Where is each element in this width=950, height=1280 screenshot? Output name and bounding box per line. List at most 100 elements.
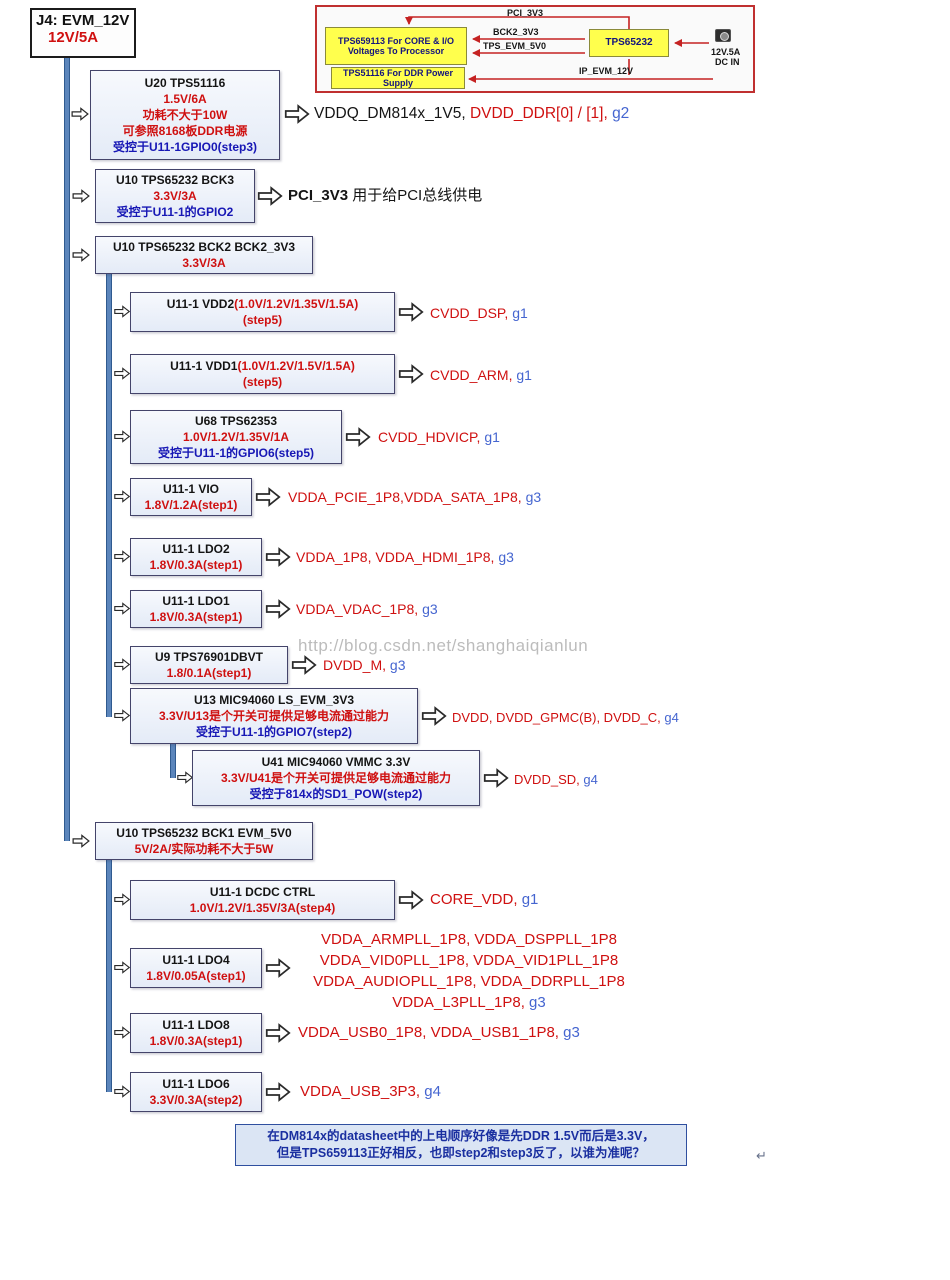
node-u9-tps76901: U9 TPS76901DBVT 1.8/0.1A(step1) <box>130 646 288 684</box>
node-line: U41 MIC94060 VMMC 3.3V <box>261 755 411 769</box>
text-segment: g1 <box>512 305 528 321</box>
node-line: 3.3V/U13是个开关可提供足够电流通过能力 <box>158 709 390 723</box>
output-arrow-icon <box>398 302 424 322</box>
output-line: VDDA_VID0PLL_1P8, VDDA_VID1PLL_1P8 <box>319 952 619 969</box>
node-u11-vdd1: U11-1 VDD1(1.0V/1.2V/1.5V/1.5A) (step5) <box>130 354 395 394</box>
note-line: 在DM814x的datasheet中的上电顺序好像是先DDR 1.5V而后是3.… <box>267 1129 655 1143</box>
text-segment: CVDD_HDVICP, <box>378 429 485 445</box>
node-line: 功耗不大于10W <box>142 108 228 122</box>
node-line: U11-1 VDD2(1.0V/1.2V/1.35V/1.5A) <box>134 296 391 312</box>
text-segment: g3 <box>498 549 514 565</box>
output-arrow-icon <box>265 1023 291 1043</box>
node-line: U11-1 VIO <box>162 482 220 496</box>
trunk-main-12v <box>64 58 70 841</box>
node-line: (step5) <box>242 313 283 327</box>
text-segment: 用于给PCI总线供电 <box>348 187 483 204</box>
text-segment: DVDD, DVDD_GPMC(B), DVDD_C, <box>452 710 665 725</box>
output-arrow-icon <box>421 706 447 726</box>
node-line: 3.3V/3A <box>182 256 226 270</box>
text-segment: VDDQ_DM814x_1V5, <box>314 105 470 122</box>
text-segment: g1 <box>484 429 500 445</box>
node-line: 可参照8168板DDR电源 <box>122 124 248 138</box>
branch-arrow-icon <box>114 550 130 563</box>
node-line: (step5) <box>242 375 283 389</box>
inset-block-tps659113: TPS659113 For CORE & I/O Voltages To Pro… <box>325 27 467 65</box>
root-title: J4: EVM_12V <box>36 12 130 29</box>
output-u9: DVDD_M, g3 <box>323 655 405 675</box>
text-segment: g3 <box>525 489 542 505</box>
output-arrow-icon <box>265 1082 291 1102</box>
output-arrow-icon <box>265 599 291 619</box>
node-line: U20 TPS51116 <box>144 76 226 90</box>
text-segment: VDDA_VDAC_1P8, <box>296 601 423 617</box>
node-line: U11-1 LDO2 <box>162 542 230 556</box>
branch-arrow-icon <box>72 248 90 262</box>
node-u11-dcdc-ctrl: U11-1 DCDC CTRL 1.0V/1.2V/1.35V/3A(step4… <box>130 880 395 920</box>
output-ldo4: VDDA_ARMPLL_1P8, VDDA_DSPPLL_1P8 VDDA_VI… <box>283 929 655 1013</box>
trunk-ls-evm-3v3 <box>170 744 176 778</box>
node-line: 1.8V/0.3A(step1) <box>149 558 243 572</box>
node-u11-vdd2: U11-1 VDD2(1.0V/1.2V/1.35V/1.5A) (step5) <box>130 292 395 332</box>
node-line: 受控于U11-1的GPIO7(step2) <box>195 725 353 739</box>
inset-block-tps65232: TPS65232 <box>589 29 669 57</box>
node-line: 1.8/0.1A(step1) <box>166 666 252 680</box>
output-u13: DVDD, DVDD_GPMC(B), DVDD_C, g4 <box>452 708 679 728</box>
node-line: 3.3V/3A <box>153 189 197 203</box>
branch-arrow-icon <box>177 771 193 784</box>
node-line: U11-1 DCDC CTRL <box>209 885 316 899</box>
node-line: U11-1 LDO1 <box>162 594 230 608</box>
trunk-bck2-3v3 <box>106 273 112 717</box>
root-rating: 12V/5A <box>48 29 99 46</box>
node-line: 受控于U11-1的GPIO6(step5) <box>157 446 315 460</box>
text-segment: CVDD_DSP, <box>430 305 513 321</box>
output-vio: VDDA_PCIE_1P8,VDDA_SATA_1P8, g3 <box>288 487 541 507</box>
node-line: 1.0V/1.2V/1.35V/3A(step4) <box>189 901 336 915</box>
output-bck3: PCI_3V3 用于给PCI总线供电 <box>288 186 482 206</box>
node-line: 1.8V/1.2A(step1) <box>144 498 238 512</box>
output-arrow-icon <box>398 890 424 910</box>
node-line: U11-1 LDO8 <box>162 1018 230 1032</box>
node-line: 3.3V/0.3A(step2) <box>149 1093 243 1107</box>
node-line: U10 TPS65232 BCK1 EVM_5V0 <box>116 826 292 840</box>
inset-label-ip-evm-12v: IP_EVM_12V <box>579 66 634 76</box>
node-line: U13 MIC94060 LS_EVM_3V3 <box>193 693 355 707</box>
branch-arrow-icon <box>114 709 130 722</box>
node-line: 1.0V/1.2V/1.35V/1A <box>182 430 290 444</box>
node-line: 受控于U11-1的GPIO2 <box>116 205 234 219</box>
node-line: 5V/2A/实际功耗不大于5W <box>134 842 274 856</box>
output-arrow-icon <box>291 655 317 675</box>
branch-arrow-icon <box>114 490 130 503</box>
watermark-url: http://blog.csdn.net/shanghaiqianlun <box>298 636 589 655</box>
inset-block-tps51116: TPS51116 For DDR Power Supply <box>331 67 465 89</box>
node-line: U11-1 LDO6 <box>162 1077 230 1091</box>
inset-label-tps-evm-5v0: TPS_EVM_5V0 <box>483 41 547 51</box>
dc-connector-icon <box>715 29 731 42</box>
output-arrow-icon <box>398 364 424 384</box>
text-segment: U11-1 VDD1 <box>170 359 238 373</box>
node-line: U11-1 VDD1(1.0V/1.2V/1.5V/1.5A) <box>134 358 391 374</box>
output-line: VDDA_L3PLL_1P8, g3 <box>283 992 655 1013</box>
node-line: U68 TPS62353 <box>194 414 278 428</box>
output-arrow-icon <box>284 104 310 124</box>
text-segment: DVDD_M, <box>323 657 390 673</box>
output-ldo2: VDDA_1P8, VDDA_HDMI_1P8, g3 <box>296 547 514 567</box>
text-segment: VDDA_PCIE_1P8,VDDA_SATA_1P8, <box>288 489 526 505</box>
text-segment: VDDA_1P8, VDDA_HDMI_1P8, <box>296 549 499 565</box>
text-segment: g1 <box>521 891 539 908</box>
output-arrow-icon <box>345 427 371 447</box>
node-u41-mic94060: U41 MIC94060 VMMC 3.3V 3.3V/U41是个开关可提供足够… <box>192 750 480 806</box>
output-u68: CVDD_HDVICP, g1 <box>378 427 500 447</box>
node-u68-tps62353: U68 TPS62353 1.0V/1.2V/1.35V/1A 受控于U11-1… <box>130 410 342 464</box>
text-segment: (1.0V/1.2V/1.35V/1.5A) <box>234 297 359 311</box>
note-line: 但是TPS659113正好相反，也即step2和step3反了，以谁为准呢？ <box>276 1146 646 1160</box>
text-segment: g3 <box>563 1024 580 1041</box>
trunk-bck1-5v0 <box>106 860 112 1092</box>
node-u10-bck1: U10 TPS65232 BCK1 EVM_5V0 5V/2A/实际功耗不大于5… <box>95 822 313 860</box>
node-line: 受控于U11-1GPIO0(step3) <box>112 140 258 154</box>
branch-arrow-icon <box>114 305 130 318</box>
text-segment: g4 <box>664 710 679 725</box>
text-segment: g4 <box>583 772 598 787</box>
node-u11-ldo4: U11-1 LDO4 1.8V/0.05A(step1) <box>130 948 262 988</box>
branch-arrow-icon <box>114 430 130 443</box>
text-segment: VDDA_USB0_1P8, VDDA_USB1_1P8, <box>298 1024 564 1041</box>
